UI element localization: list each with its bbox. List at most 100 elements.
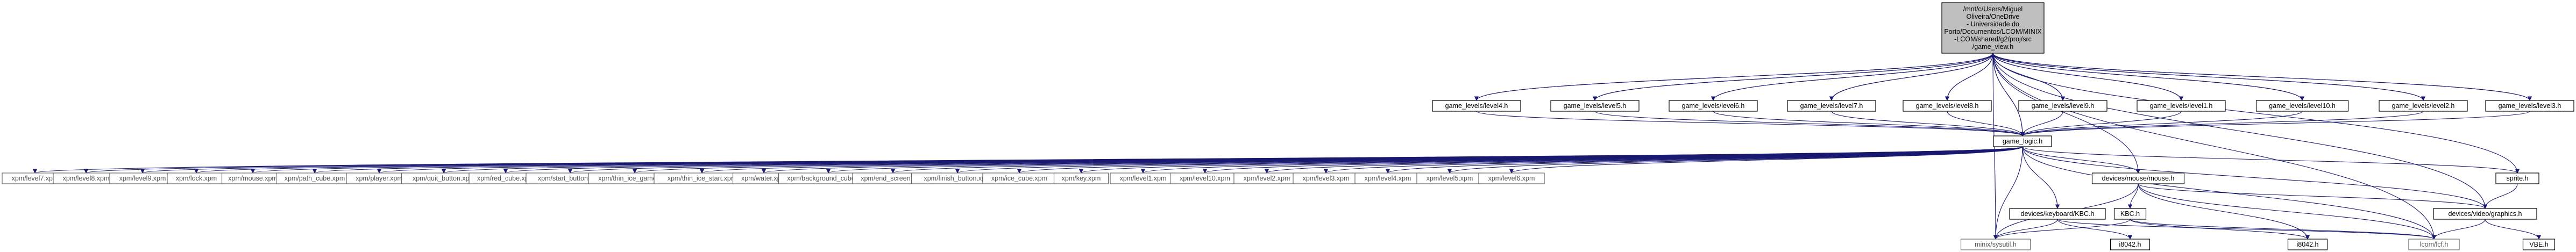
edge-mouse-to-lcom <box>2138 183 2434 240</box>
node-label-mouse: devices/mouse/mouse.h <box>2102 175 2175 182</box>
edge-logic-to-graphics <box>2022 146 2485 209</box>
edge-lvl4-to-logic <box>1476 111 2023 136</box>
node-lvl3[interactable]: game_levels/level3.h <box>2485 100 2574 112</box>
node-label-i8042b: i8042.h <box>2296 241 2318 248</box>
edge-keyboard-to-i8042a <box>2057 219 2130 240</box>
node-label-lvl2: game_levels/level2.h <box>2392 102 2455 110</box>
edge-lvl2-to-logic <box>2023 111 2424 136</box>
node-box-lvl9 <box>2018 100 2107 112</box>
node-box-lvl8 <box>1903 100 1992 112</box>
node-lvl9[interactable]: game_levels/level9.h <box>2018 100 2107 112</box>
node-label-x_mouse: xpm/mouse.xpm <box>228 175 278 182</box>
edge-mouse-to-i8042b <box>2138 183 2308 239</box>
edge-lvl1-to-logic <box>2023 111 2182 136</box>
node-lvl2[interactable]: game_levels/level2.h <box>2379 100 2468 112</box>
edge-keyboard-to-sysutil <box>1996 219 2058 240</box>
node-label-lvl6: game_levels/level6.h <box>1682 102 1745 110</box>
node-label-x_level5: xpm/level5.xpm <box>1427 175 1473 182</box>
edge-lvl10-to-root <box>1993 53 2303 101</box>
node-lvl10[interactable]: game_levels/level10.h <box>2255 100 2349 112</box>
node-vbe[interactable]: VBE.h <box>2522 239 2556 250</box>
node-label-lvl3: game_levels/level3.h <box>2499 102 2561 110</box>
edge-lvl6-to-root <box>1713 53 1993 101</box>
node-label-x_water: xpm/water.xpm <box>741 175 786 182</box>
edge-root-to-lcom <box>1992 53 2434 239</box>
node-box-i8042a <box>2110 239 2151 250</box>
node-lvl1[interactable]: game_levels/level1.h <box>2137 100 2226 112</box>
node-mouse[interactable]: devices/mouse/mouse.h <box>2091 172 2185 184</box>
node-label-keyboard: devices/keyboard/KBC.h <box>2021 210 2095 218</box>
edge-mouse-to-graphics <box>2138 183 2485 209</box>
node-x_mouse: xpm/mouse.xpm <box>221 172 285 184</box>
node-label-x_thin_ice_start: xpm/thin_ice_start.xpm <box>668 175 737 182</box>
node-box-lvl2 <box>2379 100 2468 112</box>
edge-kbc-to-lcom <box>2130 219 2434 240</box>
node-label-root: Porto/Documentos/LCOM/MINIX <box>1944 28 2042 35</box>
node-box-sprite <box>2495 172 2539 184</box>
edge-logic-to-x_water <box>764 146 2023 174</box>
node-box-i8042b <box>2287 239 2328 250</box>
edge-lvl8-to-root <box>1947 53 1993 101</box>
edge-keyboard-to-lcom <box>2057 219 2434 240</box>
node-kbc[interactable]: KBC.h <box>2113 208 2147 220</box>
edge-lvl9-to-root <box>1993 53 2063 101</box>
node-x_level10: xpm/level10.xpm <box>1169 172 1240 184</box>
edge-lvl7-to-logic <box>1831 111 2023 136</box>
node-label-logic: game_logic.h <box>2003 138 2042 145</box>
edge-logic-to-x_thin_ice_game <box>635 146 2023 174</box>
edge-lvl2-to-root <box>1993 53 2424 101</box>
node-sysutil: minix/sysutil.h <box>1960 239 2031 250</box>
edge-lvl4-to-root <box>1476 53 1993 101</box>
edge-logic-to-x_thin_ice_start <box>702 146 2023 174</box>
node-label-x_level3: xpm/level3.xpm <box>1303 175 1350 182</box>
edge-logic-to-sysutil <box>1996 146 2023 239</box>
edge-lvl10-to-logic <box>2023 111 2303 136</box>
node-box-keyboard <box>2009 208 2106 220</box>
node-label-graphics: devices/video/graphics.h <box>2449 210 2522 218</box>
node-x_quit_button: xpm/quit_button.xpm <box>401 172 487 184</box>
node-box-root <box>1941 2 2045 54</box>
node-box-lvl5 <box>1550 100 1640 112</box>
node-keyboard[interactable]: devices/keyboard/KBC.h <box>2009 208 2106 220</box>
node-lvl6[interactable]: game_levels/level6.h <box>1669 100 1758 112</box>
node-x_key: xpm/key.xpm <box>1053 172 1109 184</box>
node-graphics[interactable]: devices/video/graphics.h <box>2433 208 2537 220</box>
node-logic[interactable]: game_logic.h <box>1993 135 2052 147</box>
node-label-x_red_cube: xpm/red_cube.xpm <box>477 175 534 182</box>
node-label-lcom: lcom/lcf.h <box>2420 241 2449 248</box>
edge-lvl1-to-root <box>1993 53 2182 101</box>
node-box-graphics <box>2433 208 2537 220</box>
node-label-root: -LCOM/shared/g2/proj/src <box>1954 35 2032 43</box>
node-sprite[interactable]: sprite.h <box>2495 172 2539 184</box>
node-lvl7[interactable]: game_levels/level7.h <box>1787 100 1876 112</box>
edge-lvl7-to-root <box>1831 53 1993 101</box>
node-label-x_path_cube: xpm/path_cube.xpm <box>285 175 345 182</box>
node-box-vbe <box>2522 239 2556 250</box>
node-label-lvl7: game_levels/level7.h <box>1800 102 1863 110</box>
edge-lvl8-to-logic <box>1947 111 2023 136</box>
node-i8042a[interactable]: i8042.h <box>2110 239 2151 250</box>
edge-root-to-sprite <box>1992 53 2517 173</box>
node-box-x_level6 <box>1478 172 1545 184</box>
node-x_player: xpm/player.xpm <box>346 172 413 184</box>
edge-logic-to-keyboard <box>2022 146 2057 208</box>
edge-lvl3-to-logic <box>2023 111 2530 136</box>
edge-root-to-mouse <box>1992 53 2138 173</box>
node-x_level1: xpm/level1.xpm <box>1110 172 1176 184</box>
node-i8042b[interactable]: i8042.h <box>2287 239 2328 250</box>
node-lvl8[interactable]: game_levels/level8.h <box>1903 100 1992 112</box>
node-x_level6: xpm/level6.xpm <box>1478 172 1545 184</box>
edge-logic-to-x_level6 <box>1511 146 2023 174</box>
node-lvl4[interactable]: game_levels/level4.h <box>1432 100 1521 112</box>
node-label-x_level1: xpm/level1.xpm <box>1120 175 1167 182</box>
node-box-logic <box>1993 135 2052 147</box>
node-label-i8042a: i8042.h <box>2119 241 2141 248</box>
node-label-x_quit_button: xpm/quit_button.xpm <box>413 175 475 182</box>
node-label-x_level10: xpm/level10.xpm <box>1180 175 1230 182</box>
node-label-x_level8: xpm/level8.xpm <box>63 175 110 182</box>
node-box-lvl4 <box>1432 100 1521 112</box>
node-lcom: lcom/lcf.h <box>2408 239 2460 250</box>
node-lvl5[interactable]: game_levels/level5.h <box>1550 100 1640 112</box>
